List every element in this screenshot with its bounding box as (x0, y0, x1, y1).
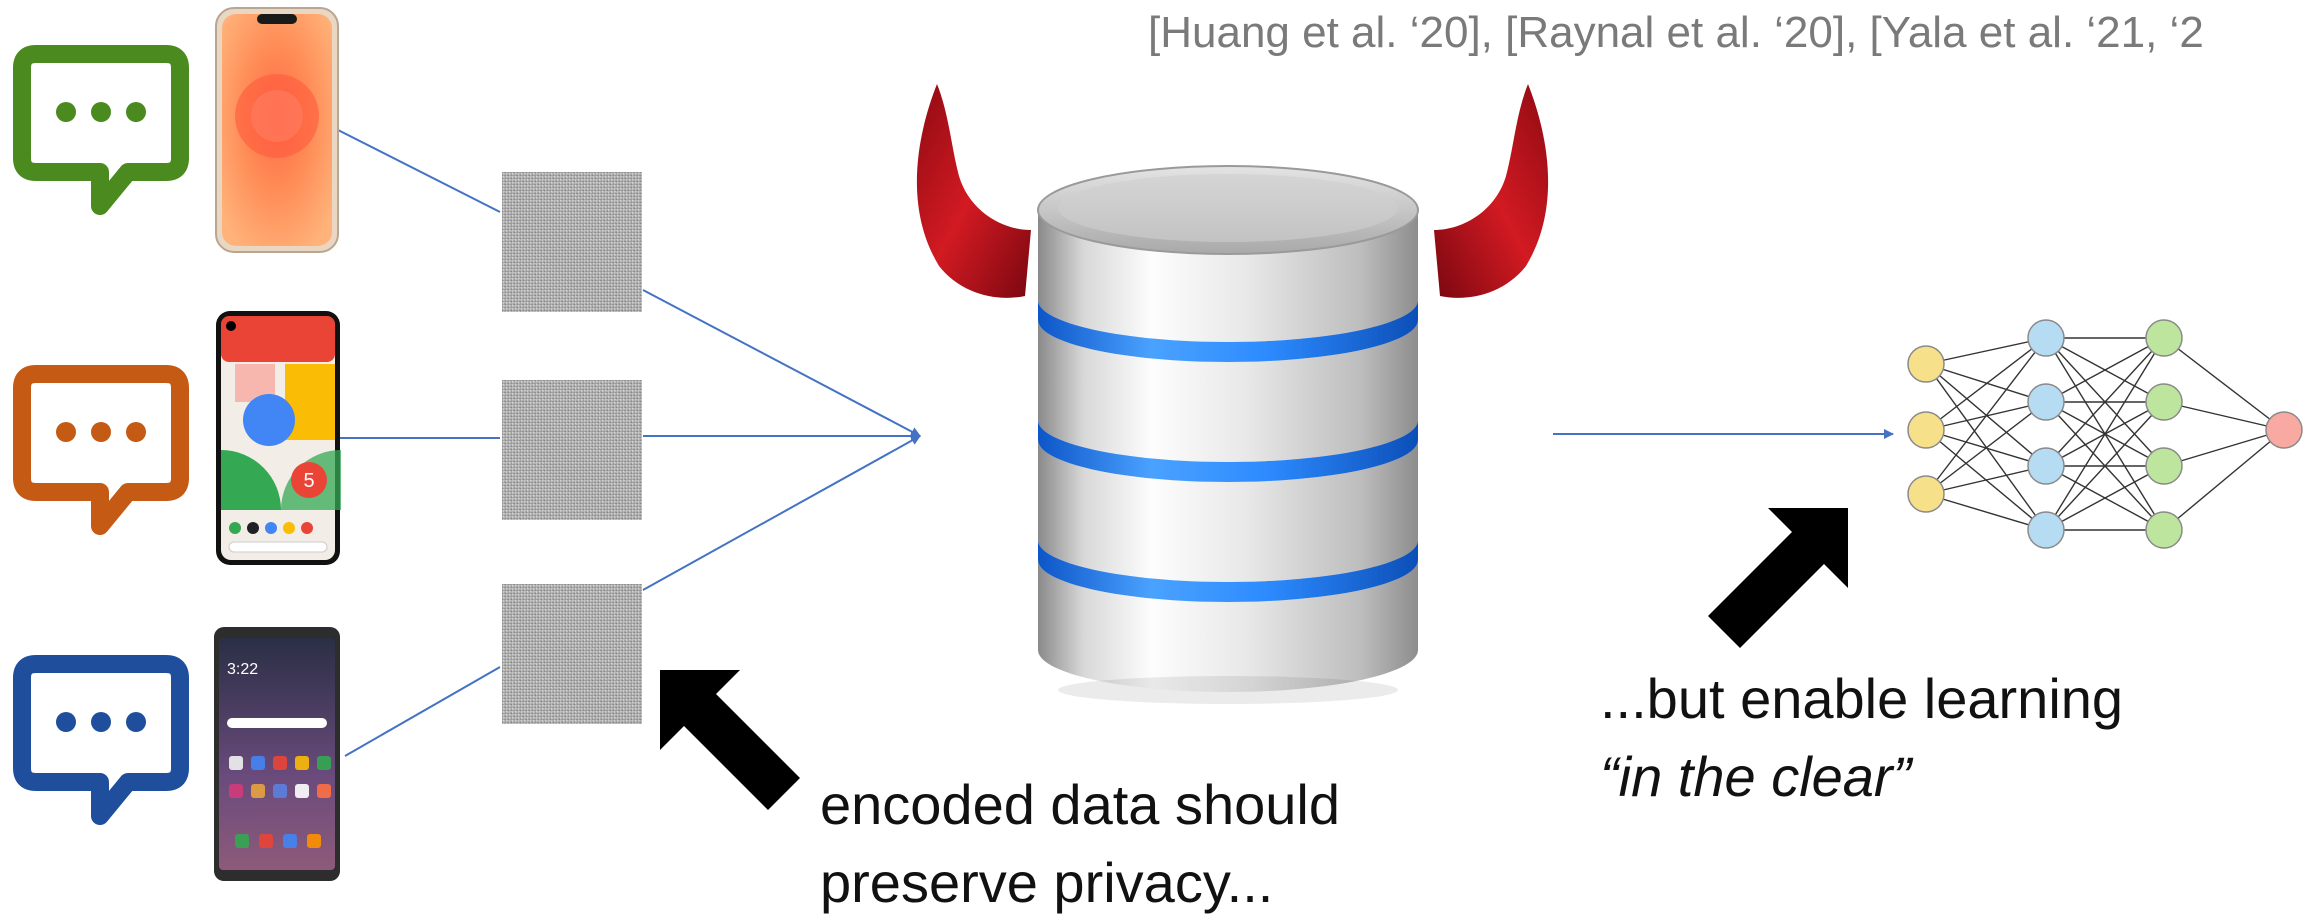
connector-noise3-to-db (642, 435, 921, 591)
caption-privacy-line2: preserve privacy... (820, 851, 1274, 914)
connector-phone1-to-noise1 (337, 129, 501, 213)
clock-badge: 5 (303, 470, 314, 492)
caption-learning-line1: ...but enable learning (1600, 667, 2124, 730)
iphone-image (215, 7, 339, 253)
caption-learning-line2: “in the clear” (1600, 745, 1912, 808)
bold-arrow-icon (660, 670, 800, 810)
chat-bubble-icon (13, 655, 189, 825)
chat-bubble-icon (13, 45, 189, 215)
devil-horn-icon (916, 84, 1031, 298)
connector-noise1-to-db (642, 289, 921, 437)
citation-text: [Huang et al. ‘20], [Raynal et al. ‘20],… (1148, 8, 2204, 57)
noise-image-icon (502, 584, 642, 724)
noise-image-icon (502, 380, 642, 520)
caption-privacy: encoded data should preserve privacy... (820, 766, 1340, 922)
connector-phone3-to-noise3 (344, 666, 501, 757)
noise-image-icon (502, 172, 642, 312)
pixel-phone-image: 5 (216, 311, 341, 565)
neural-network-icon (1907, 319, 2303, 549)
database-icon (1037, 165, 1419, 704)
lg-phone-image: 3:22 (214, 627, 340, 881)
devil-horn-icon (1434, 84, 1549, 298)
bold-arrow-icon (1708, 508, 1848, 648)
caption-privacy-line1: encoded data should (820, 773, 1340, 836)
caption-learning: ...but enable learning “in the clear” (1600, 660, 2123, 816)
chat-bubble-icon (13, 365, 189, 535)
status-time: 3:22 (227, 661, 258, 678)
